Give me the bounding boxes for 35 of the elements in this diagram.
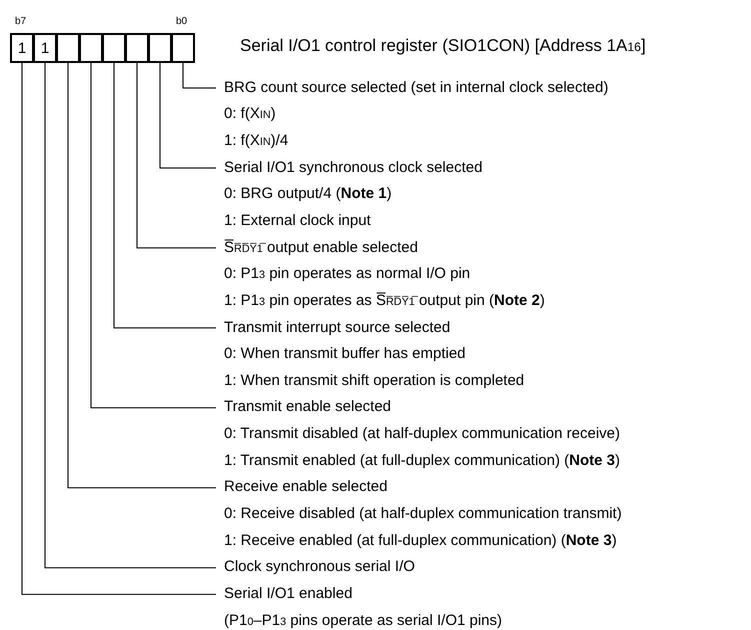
register-bit-cell <box>125 33 149 63</box>
bit-setting-text: 1: Receive enabled (at full-duplex communication) (Note 3) <box>224 530 617 551</box>
bit-number-label: b7 <box>15 16 26 27</box>
register-bit-cell <box>33 33 57 63</box>
leader-line <box>90 62 216 408</box>
register-bit-cell <box>102 33 126 63</box>
register-bit-cell <box>79 33 103 63</box>
bit-value: 1 <box>18 40 26 56</box>
bit-function-heading: Transmit enable selected <box>224 397 392 418</box>
bit-setting-text: 1: When transmit shift operation is completed <box>224 370 524 391</box>
leader-line <box>44 62 216 568</box>
leader-line <box>22 62 216 595</box>
leader-line <box>68 62 216 488</box>
bit-function-heading: Clock synchronous serial I/O <box>224 557 415 578</box>
bit-number-label: b0 <box>176 16 188 27</box>
bit-function-heading: Serial I/O1 enabled <box>224 584 352 604</box>
bit-setting-text: 0: BRG output/4 (Note 1) <box>224 184 392 204</box>
bit-function-heading: Transmit interrupt source selected <box>224 318 450 338</box>
bit-setting-text: 1: External clock input <box>224 210 371 231</box>
bit-function-heading: Receive enable selected <box>224 477 388 498</box>
leader-line <box>182 62 216 88</box>
bit-value: 1 <box>40 40 50 56</box>
bit-setting-text: 0: Receive disabled (at half-duplex communication transmit) <box>224 504 622 524</box>
bit-setting-text: 1: Transmit enabled (at full-duplex communication) (Note 3) <box>224 450 620 471</box>
bit-function-heading: Serial I/O1 synchronous clock selected <box>224 158 482 178</box>
register-bit-cell <box>148 33 172 63</box>
leader-line <box>160 62 216 168</box>
register-bit-cell <box>10 33 34 63</box>
bit-setting-text: 0: When transmit buffer has emptied <box>224 344 466 364</box>
bit-setting-text: 0: Transmit disabled (at half-duplex communication receive) <box>224 424 620 444</box>
bit-function-heading: BRG count source selected (set in internal clock selected) <box>224 78 608 98</box>
leader-line <box>114 62 216 328</box>
leader-line <box>136 62 216 248</box>
register-bit-cell <box>56 33 80 63</box>
register-bit-cell <box>171 33 195 63</box>
